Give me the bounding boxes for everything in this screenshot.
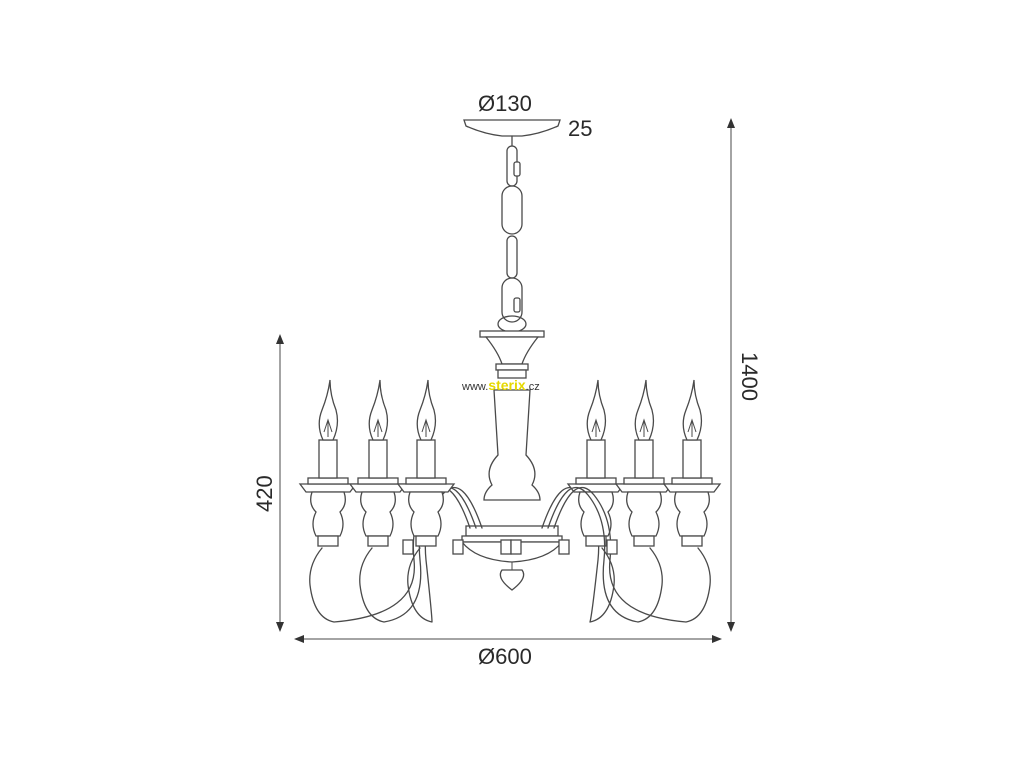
flame-bulb	[416, 379, 437, 441]
bulb-filament	[687, 418, 697, 437]
bobeche-rim	[671, 477, 713, 485]
bobeche	[298, 483, 358, 493]
flame-bulb	[682, 379, 703, 441]
candle-cup	[408, 491, 444, 537]
total-height-label: 1400	[737, 352, 762, 401]
flame-bulb	[368, 379, 389, 441]
candle-arm	[348, 379, 477, 623]
candle-cup	[626, 491, 662, 537]
candle-sleeve	[368, 439, 388, 479]
candle-arm	[396, 379, 512, 623]
arms-group	[298, 379, 722, 623]
arm-collar	[500, 539, 512, 555]
cup-base	[585, 535, 607, 547]
dimension-lines	[276, 118, 735, 643]
canopy	[463, 119, 561, 137]
arm-curve	[547, 486, 663, 623]
candle-arm	[298, 379, 471, 623]
fixture-height-label: 420	[252, 475, 277, 512]
bobeche-rim	[405, 477, 447, 485]
candle-sleeve	[682, 439, 702, 479]
bobeche-rim	[575, 477, 617, 485]
bobeche-rim	[623, 477, 665, 485]
chain	[501, 135, 523, 323]
candle-arm	[510, 379, 626, 623]
bobeche	[662, 483, 722, 493]
arm-collar	[510, 539, 522, 555]
flame-bulb	[318, 379, 339, 441]
watermark-prefix: www.	[462, 381, 489, 393]
cup-base	[415, 535, 437, 547]
candle-sleeve	[318, 439, 338, 479]
bulb-filament	[323, 418, 333, 437]
candle-cup	[310, 491, 346, 537]
bobeche-rim	[307, 477, 349, 485]
cup-base	[681, 535, 703, 547]
candle-sleeve	[634, 439, 654, 479]
arm-collar	[452, 539, 464, 555]
bulb-filament	[639, 418, 649, 437]
watermark: www.sterix.cz	[462, 377, 540, 393]
flame-bulb	[586, 379, 607, 441]
arm-collar	[402, 539, 414, 555]
arm-collar	[606, 539, 618, 555]
upper-stem	[479, 315, 545, 501]
central-body	[460, 525, 564, 591]
canopy-height-label: 25	[568, 116, 593, 141]
bobeche	[614, 483, 674, 493]
flame-bulb	[634, 379, 655, 441]
watermark-brand: sterix	[488, 377, 526, 393]
candle-cup	[360, 491, 396, 537]
canopy-diameter-label: Ø130	[478, 91, 532, 116]
candle-arm	[547, 379, 674, 623]
candle-sleeve	[416, 439, 436, 479]
bobeche	[396, 483, 456, 493]
bobeche	[348, 483, 408, 493]
cup-base	[317, 535, 339, 547]
arm-curve	[553, 486, 711, 623]
fixture-width-label: Ø600	[478, 644, 532, 669]
bulb-filament	[591, 418, 601, 437]
candle-cup	[578, 491, 614, 537]
cup-base	[633, 535, 655, 547]
watermark-suffix: .cz	[525, 381, 540, 393]
candle-cup	[674, 491, 710, 537]
candle-sleeve	[586, 439, 606, 479]
cup-base	[367, 535, 389, 547]
candle-arm	[553, 379, 722, 623]
bobeche-rim	[357, 477, 399, 485]
bulb-filament	[421, 418, 431, 437]
arm-collar	[558, 539, 570, 555]
bulb-filament	[373, 418, 383, 437]
